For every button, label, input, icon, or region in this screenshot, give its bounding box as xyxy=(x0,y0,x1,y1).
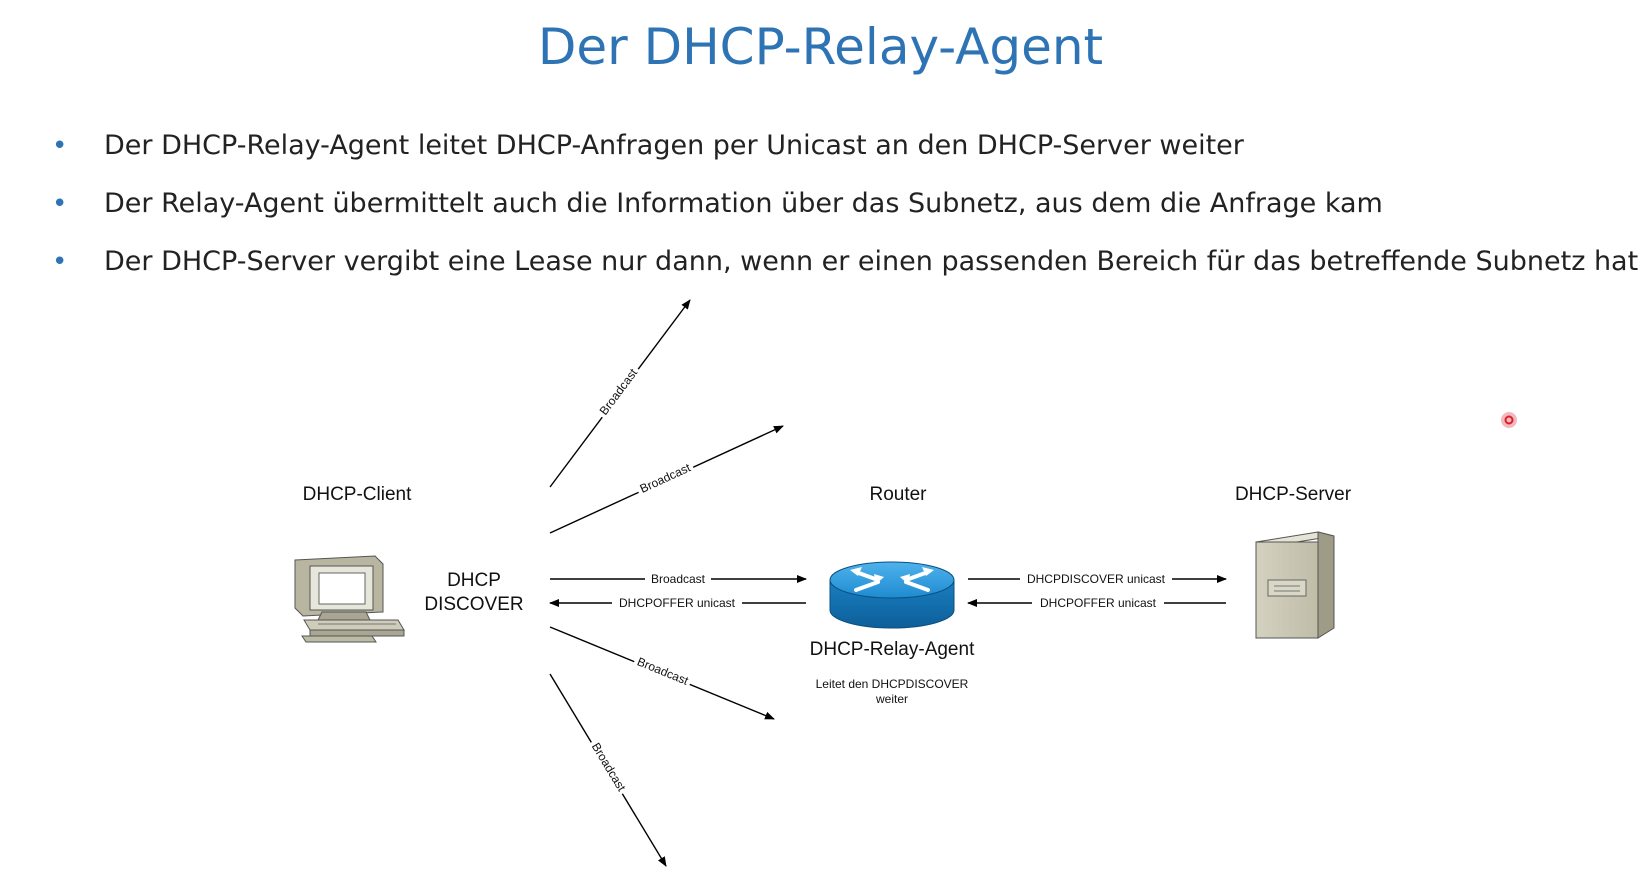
relay-note-line1: Leitet den DHCPDISCOVER xyxy=(816,677,969,691)
relay-agent-label: DHCP-Relay-Agent xyxy=(810,639,975,660)
bullet-dot-icon: • xyxy=(52,189,68,219)
bullet-dot-icon: • xyxy=(52,131,68,161)
edge-broadcast-down-steep: Broadcast xyxy=(549,673,667,867)
slide-title: Der DHCP-Relay-Agent xyxy=(537,18,1104,76)
edge-label: DHCPOFFER unicast xyxy=(1040,596,1157,610)
router-label: Router xyxy=(869,484,927,505)
edge-label: Broadcast xyxy=(597,365,641,417)
bullet-item: • Der Relay-Agent übermittelt auch die I… xyxy=(52,184,1632,242)
router-icon xyxy=(829,561,955,629)
bullet-dot-icon: • xyxy=(52,247,68,277)
discover-line1: DHCP xyxy=(447,570,501,591)
bullet-list: • Der DHCP-Relay-Agent leitet DHCP-Anfra… xyxy=(52,126,1638,300)
edge-label: Broadcast xyxy=(635,654,691,688)
relay-note-line2: weiter xyxy=(875,692,908,706)
edge-label: Broadcast xyxy=(651,572,706,586)
bullet-item: • Der DHCP-Relay-Agent leitet DHCP-Anfra… xyxy=(52,126,1632,184)
edge-label: DHCPDISCOVER unicast xyxy=(1027,572,1166,586)
bullet-item: • Der DHCP-Server vergibt eine Lease nur… xyxy=(52,242,1638,300)
edge-broadcast-down: Broadcast xyxy=(549,626,775,720)
edge-offer-to-router: DHCPOFFER unicast xyxy=(967,595,1226,610)
server-label: DHCP-Server xyxy=(1235,484,1352,505)
edge-discover-to-server: DHCPDISCOVER unicast xyxy=(968,571,1227,586)
server-tower-icon xyxy=(1255,531,1335,639)
edge-broadcast-up: Broadcast xyxy=(549,425,784,534)
edge-label: Broadcast xyxy=(589,740,629,794)
bullet-text: Der DHCP-Server vergibt eine Lease nur d… xyxy=(104,246,1639,277)
edge-offer-to-client: DHCPOFFER unicast xyxy=(549,595,806,610)
bullet-text: Der Relay-Agent übermittelt auch die Inf… xyxy=(104,188,1383,219)
edge-broadcast-up-steep: Broadcast xyxy=(549,299,691,488)
discover-line2: DISCOVER xyxy=(424,594,523,615)
client-label: DHCP-Client xyxy=(303,484,412,505)
bullet-text: Der DHCP-Relay-Agent leitet DHCP-Anfrage… xyxy=(104,130,1244,161)
edge-label: Broadcast xyxy=(638,460,694,496)
edge-label: DHCPOFFER unicast xyxy=(619,596,736,610)
edge-broadcast-to-router: Broadcast xyxy=(550,571,807,586)
desktop-computer-icon xyxy=(294,555,405,643)
pointer-dot-icon xyxy=(1501,412,1517,428)
